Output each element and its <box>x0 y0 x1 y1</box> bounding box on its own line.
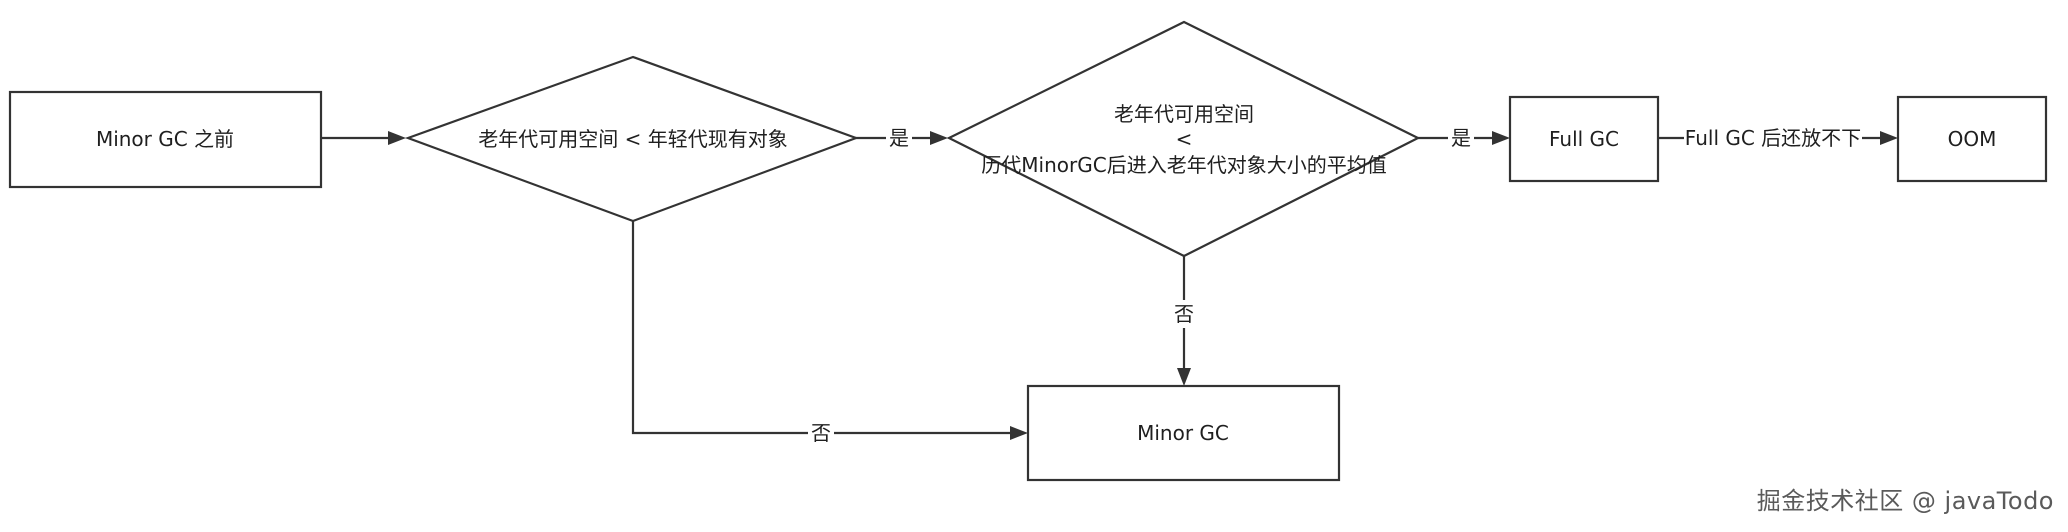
node-oom-label: OOM <box>1948 127 1997 151</box>
edge-label-yes-2: 是 <box>1451 126 1471 150</box>
node-oom: OOM <box>1896 95 2048 183</box>
edge-label-no-2: 否 <box>811 421 831 445</box>
node-full-gc: Full GC <box>1508 95 1660 183</box>
watermark: 掘金技术社区 @ javaTodo <box>1756 487 2054 515</box>
node-decision-old-vs-average-line3: 历代MinorGC后进入老年代对象大小的平均值 <box>981 153 1386 177</box>
node-minor-gc-label: Minor GC <box>1137 421 1229 445</box>
edge-label-no-1: 否 <box>1174 302 1194 326</box>
edge-fullgc-to-oom: Full GC 后还放不下 <box>1658 124 1898 152</box>
node-decision-old-vs-average-line2: < <box>1176 127 1193 151</box>
node-minor-gc-before-label: Minor GC 之前 <box>96 127 234 151</box>
node-minor-gc-before: Minor GC 之前 <box>8 90 323 189</box>
edge-start-to-decision1 <box>322 131 406 145</box>
edge-label-fullgc-not-enough: Full GC 后还放不下 <box>1685 126 1861 150</box>
edge-decision1-to-minorgc: 否 <box>631 221 1028 447</box>
node-decision-old-vs-average: 老年代可用空间 < 历代MinorGC后进入老年代对象大小的平均值 <box>946 20 1421 258</box>
edge-decision1-to-decision2: 是 <box>855 124 948 152</box>
node-minor-gc: Minor GC <box>1026 384 1341 482</box>
edge-label-yes-1: 是 <box>889 126 909 150</box>
edge-decision2-to-minorgc: 否 <box>1171 256 1197 386</box>
node-decision-old-vs-average-line1: 老年代可用空间 <box>1114 102 1254 126</box>
node-full-gc-label: Full GC <box>1549 127 1619 151</box>
edge-decision2-to-fullgc: 是 <box>1418 124 1510 152</box>
node-decision-old-vs-young-label: 老年代可用空间 < 年轻代现有对象 <box>478 127 787 151</box>
node-decision-old-vs-young: 老年代可用空间 < 年轻代现有对象 <box>404 55 860 223</box>
